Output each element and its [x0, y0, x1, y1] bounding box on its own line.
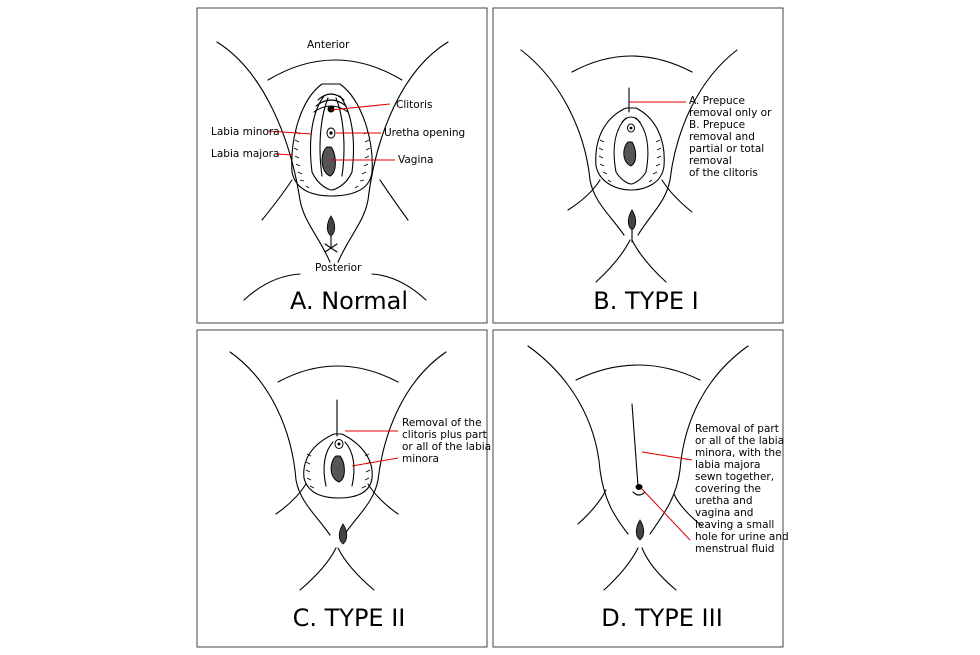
note-line: Removal of part [695, 423, 779, 435]
note-line: covering the [695, 483, 761, 495]
vagina-shape [321, 146, 336, 177]
panel-a-normal: Anterior Clitoris Labia minora Uretha op… [196, 7, 488, 324]
note-line: minora [402, 453, 439, 465]
note-line: of the clitoris [689, 167, 758, 179]
panel-c-frame [196, 329, 488, 648]
note-line: Removal of the [402, 417, 482, 429]
note-line: removal and [689, 131, 755, 143]
panel-b-caption: B. TYPE I [593, 287, 698, 315]
vagina-label: Vagina [398, 154, 433, 166]
note-line: leaving a small [695, 519, 774, 531]
note-line: B. Prepuce [689, 119, 745, 131]
labia-minora-label: Labia minora [211, 126, 280, 138]
panel-b-type-i: A. Prepuce removal only or B. Prepuce re… [492, 7, 784, 324]
panel-a-caption: A. Normal [290, 287, 408, 315]
clitoris-dot [327, 105, 335, 113]
note-line: clitoris plus part [402, 429, 487, 441]
panel-c-caption: C. TYPE II [293, 604, 406, 632]
note-line: removal only or [689, 107, 772, 119]
note-line: hole for urine and [695, 531, 789, 543]
panel-b-note: A. Prepuce removal only or B. Prepuce re… [689, 95, 772, 179]
panel-a-frame [196, 7, 488, 324]
panel-d-type-iii: Removal of part or all of the labia mino… [492, 329, 789, 648]
note-line: minora, with the [695, 447, 782, 459]
note-line: uretha and [695, 495, 753, 507]
anterior-label: Anterior [307, 39, 350, 51]
panel-d-note: Removal of part or all of the labia mino… [695, 423, 789, 555]
clitoris-label: Clitoris [396, 99, 432, 111]
note-line: menstrual fluid [695, 543, 774, 555]
panel-b-frame [492, 7, 784, 324]
labia-majora-label: Labia majora [211, 148, 279, 160]
note-line: vagina and [695, 507, 753, 519]
note-line: A. Prepuce [689, 95, 745, 107]
posterior-label: Posterior [315, 262, 362, 274]
note-line: partial or total [689, 143, 764, 155]
note-line: or all of the labia [402, 441, 491, 453]
panel-c-type-ii: Removal of the clitoris plus part or all… [196, 329, 491, 648]
panel-d-caption: D. TYPE III [601, 604, 723, 632]
note-line: sewn together, [695, 471, 774, 483]
note-line: removal [689, 155, 732, 167]
note-line: labia majora [695, 459, 760, 471]
panel-c-note: Removal of the clitoris plus part or all… [402, 417, 491, 465]
urethra-opening-label: Uretha opening [384, 127, 465, 139]
note-line: or all of the labia [695, 435, 784, 447]
